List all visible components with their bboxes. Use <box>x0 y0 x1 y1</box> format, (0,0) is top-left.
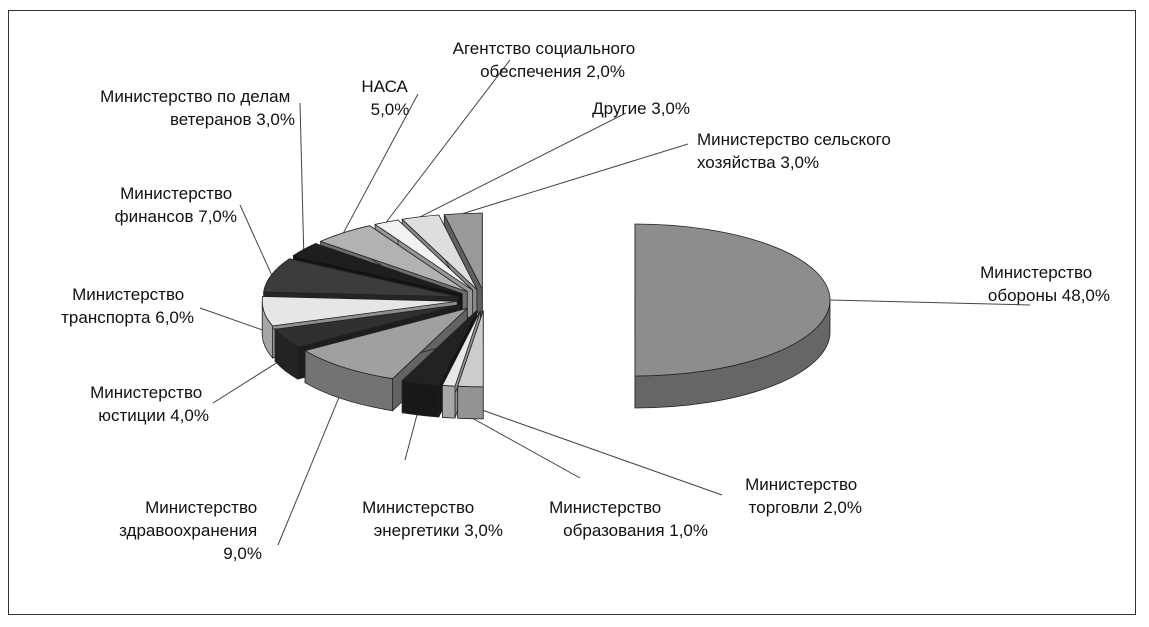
label-others: Другие 3,0% <box>592 99 690 118</box>
label-trade: Министерство торговли 2,0% <box>745 475 862 517</box>
leader-line-veterans <box>299 102 305 250</box>
label-health: Министерство здравоохранения 9,0% <box>119 498 262 563</box>
chart-frame <box>8 10 1136 615</box>
label-nasa: НАСА 5,0% <box>361 77 412 119</box>
label-transport: Министерство транспорта 6,0% <box>61 285 194 327</box>
leader-line-finance <box>239 204 273 276</box>
pie-slice-defense <box>634 223 831 409</box>
leader-line-nasa <box>343 93 419 234</box>
label-education: Министерство образования 1,0% <box>549 498 708 540</box>
pie-slice-trade <box>457 310 484 420</box>
label-social-security: Агентство социального обеспечения 2,0% <box>453 39 640 81</box>
leader-line-agriculture <box>462 143 689 214</box>
leader-line-others <box>420 112 627 218</box>
leader-line-health <box>277 386 344 546</box>
label-energy: Министерство энергетики 3,0% <box>362 498 503 540</box>
leader-line-justice <box>212 357 286 404</box>
leader-line-social-security <box>386 59 511 223</box>
label-finance: Министерство финансов 7,0% <box>115 184 237 226</box>
leader-line-trade <box>470 405 723 496</box>
pie-slices <box>261 212 831 420</box>
leader-line-defense <box>829 299 1031 306</box>
label-defense: Министерство обороны 48,0% <box>980 263 1110 305</box>
label-veterans: Министерство по делам ветеранов 3,0% <box>100 87 295 129</box>
label-agriculture: Министерство сельского хозяйства 3,0% <box>697 130 896 172</box>
label-justice: Министерство юстиции 4,0% <box>90 383 209 425</box>
leader-lines <box>199 59 1031 546</box>
leader-line-transport <box>199 307 265 331</box>
